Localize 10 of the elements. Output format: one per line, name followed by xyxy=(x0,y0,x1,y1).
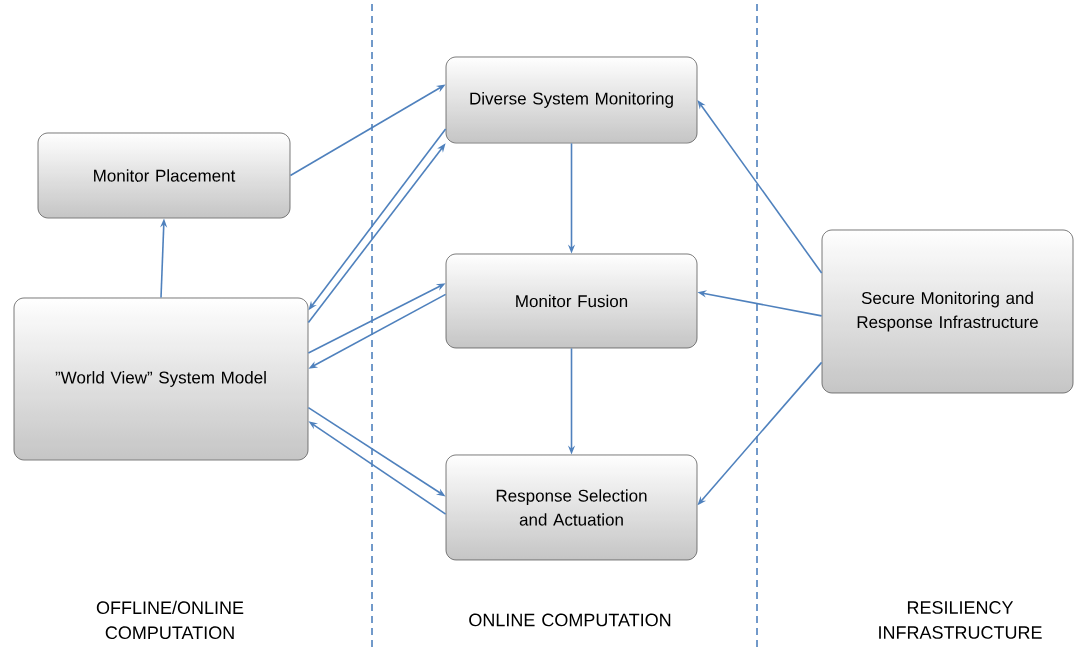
process-box: Secure Monitoring and Response Infrastructure xyxy=(821,229,1074,394)
process-box: Monitor Placement xyxy=(37,132,291,219)
process-box: Response Selection and Actuation xyxy=(445,454,698,561)
process-box: ”World View” System Model xyxy=(13,297,309,461)
process-box: Monitor Fusion xyxy=(445,253,698,349)
section-label: OFFLINE/ONLINE COMPUTATION xyxy=(96,600,244,640)
process-box: Diverse System Monitoring xyxy=(445,56,698,144)
arrow xyxy=(697,100,823,274)
section-label: ONLINE COMPUTATION xyxy=(469,613,671,627)
section-label: RESILIENCY INFRASTRUCTURE xyxy=(879,601,1042,639)
